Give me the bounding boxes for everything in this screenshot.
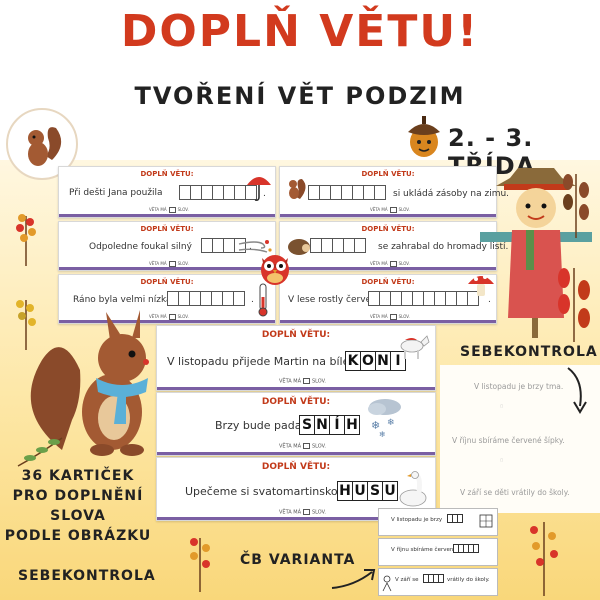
card-text: Brzy bude padat — [215, 419, 306, 432]
card-text: se zahrabal do hromady listí. — [378, 242, 509, 252]
card-umbrella: DOPLŇ VĚTU: Při dešti Jana použila . VĚT… — [58, 166, 276, 218]
card-count-text: 36 KARTIČEK PRO DOPLNĚNÍ SLOVA PODLE OBR… — [4, 468, 152, 544]
card-thermometer: DOPLŇ VĚTU: Ráno byla velmi nízká . VĚTA… — [58, 274, 276, 324]
self-check-label: SEBEKONTROLA — [460, 344, 598, 360]
bw-card: V září se vrátily do školy. — [378, 568, 498, 596]
children-icon — [382, 575, 392, 592]
letter-boxes[interactable] — [453, 544, 479, 553]
rowan-branch-icon — [558, 268, 590, 342]
card-goose: DOPLŇ VĚTU: Upečeme si svatomartinskou H… — [156, 457, 436, 521]
letter-boxes[interactable] — [179, 185, 257, 200]
card-heading: DOPLŇ VĚTU: — [261, 330, 331, 340]
goose-icon — [399, 471, 427, 507]
card-text: Upečeme si svatomartinskou — [185, 485, 345, 498]
self-check-panel — [440, 365, 600, 513]
window-icon — [479, 514, 493, 528]
arrow-icon — [567, 367, 587, 414]
card-heading: DOPLŇ VĚTU: — [261, 462, 331, 472]
rowan-branch-icon — [17, 437, 63, 467]
letter-boxes[interactable] — [310, 238, 366, 253]
card-heading: DOPLŇ VĚTU: — [361, 278, 415, 286]
mushroom-icon — [468, 275, 494, 296]
bw-card: V říjnu sbíráme červené — [378, 538, 498, 566]
rowan-branch-icon — [530, 522, 558, 596]
hedgehog-icon — [288, 239, 310, 255]
card-hedgehog: DOPLŇ VĚTU: se zahrabal do hromady listí… — [279, 221, 508, 271]
card-heading: DOPLŇ VĚTU: — [140, 225, 194, 233]
card-text: V listopadu přijede Martin na bílém — [167, 355, 361, 368]
rowan-branch-icon — [16, 300, 36, 350]
umbrella-icon — [247, 177, 271, 201]
self-check-sentence: V listopadu je brzy tma. — [474, 382, 564, 391]
letter-boxes[interactable] — [167, 291, 245, 306]
card-text: V lese rostly červené — [288, 295, 383, 305]
squirrel-icon — [30, 310, 149, 456]
card-heading: DOPLŇ VĚTU: — [361, 170, 415, 178]
letter-boxes[interactable] — [368, 291, 479, 306]
self-check-footer-label: SEBEKONTROLA — [18, 568, 156, 584]
scarecrow-icon — [480, 168, 592, 338]
svg-text:❄: ❄ — [371, 419, 380, 432]
horse-icon — [400, 335, 430, 359]
letter-boxes[interactable] — [423, 574, 444, 583]
letter-boxes[interactable] — [447, 514, 463, 523]
card-squirrel: DOPLŇ VĚTU: si ukládá zásoby na zimu. VĚ… — [279, 166, 509, 218]
card-text: Při dešti Jana použila — [69, 188, 163, 198]
card-mushroom: DOPLŇ VĚTU: V lese rostly červené . VĚTA… — [279, 274, 497, 324]
card-text: Odpoledne foukal silný — [89, 242, 192, 252]
svg-text:❄: ❄ — [379, 430, 386, 439]
squirrel-icon — [289, 179, 306, 199]
card-heading: DOPLŇ VĚTU: — [261, 397, 331, 407]
snow-cloud-icon: ❄ ❄ ❄ — [368, 399, 401, 439]
rowan-branch-icon — [190, 538, 210, 592]
page-subtitle: TVOŘENÍ VĚT PODZIM — [134, 82, 466, 110]
thermometer-icon — [258, 283, 268, 317]
rowan-branch-icon — [563, 174, 589, 238]
card-text: si ukládá zásoby na zimu. — [393, 189, 510, 199]
bw-variant-label: ČB VARIANTA — [240, 552, 356, 568]
owl-icon — [261, 255, 289, 285]
svg-text:❄: ❄ — [387, 418, 395, 428]
letter-boxes[interactable] — [308, 185, 386, 200]
self-check-sentence: V září se děti vrátily do školy. — [460, 488, 570, 497]
card-wind: DOPLŇ VĚTU: Odpoledne foukal silný . VĚT… — [58, 221, 276, 271]
rowan-branch-icon — [16, 214, 36, 266]
card-heading: DOPLŇ VĚTU: — [361, 225, 415, 233]
bw-card: V listopadu je brzy — [378, 508, 498, 536]
squirrel-icon — [28, 127, 62, 166]
self-check-sentence: V říjnu sbíráme červené šípky. — [452, 436, 565, 445]
acorn-icon — [408, 116, 440, 157]
arrow-icon — [331, 569, 376, 589]
card-text: Ráno byla velmi nízká — [73, 295, 172, 305]
card-heading: DOPLŇ VĚTU: — [140, 278, 194, 286]
wind-icon — [238, 240, 272, 253]
page-title: DOPLŇ VĚTU! — [120, 6, 480, 57]
card-heading: DOPLŇ VĚTU: — [140, 170, 194, 178]
card-horse: DOPLŇ VĚTU: V listopadu přijede Martin n… — [156, 325, 436, 391]
